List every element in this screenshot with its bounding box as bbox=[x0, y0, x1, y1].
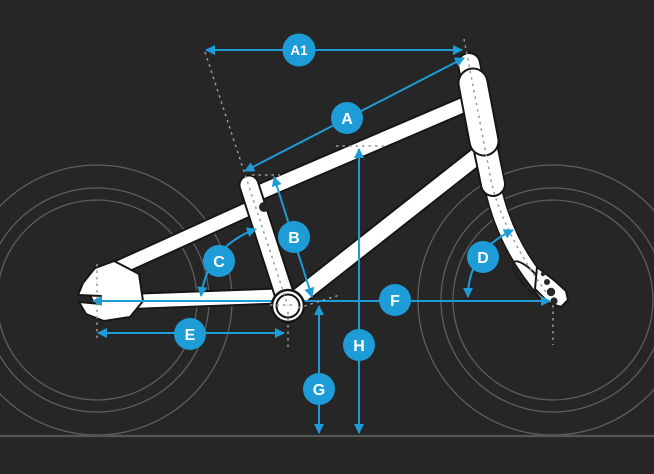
label-h: H bbox=[343, 329, 375, 361]
label-e-badge bbox=[174, 318, 206, 350]
label-a1-badge bbox=[282, 33, 316, 67]
label-f-text: F bbox=[390, 293, 400, 310]
label-d-badge bbox=[467, 241, 499, 273]
label-g-text: G bbox=[313, 382, 325, 399]
fork-hole-2 bbox=[544, 279, 550, 285]
label-f: F bbox=[379, 284, 411, 316]
label-d-text: D bbox=[477, 250, 489, 267]
label-a1-text: A1 bbox=[290, 43, 308, 58]
label-c-badge bbox=[203, 245, 235, 277]
label-g: G bbox=[303, 373, 335, 405]
label-b: B bbox=[278, 221, 310, 253]
label-b-text: B bbox=[288, 230, 300, 247]
label-a-badge bbox=[331, 102, 363, 134]
dimension-labels: A1 A B C D E F G bbox=[174, 33, 499, 405]
down-tube bbox=[280, 138, 498, 313]
label-h-badge bbox=[343, 329, 375, 361]
label-f-badge bbox=[379, 284, 411, 316]
rear-dropout-plate bbox=[77, 260, 144, 322]
label-g-badge bbox=[303, 373, 335, 405]
head-tube bbox=[459, 69, 498, 155]
label-c: C bbox=[203, 245, 235, 277]
label-c-text: C bbox=[213, 254, 225, 271]
label-b-badge bbox=[278, 221, 310, 253]
label-a: A bbox=[331, 102, 363, 134]
label-e: E bbox=[174, 318, 206, 350]
seat-clamp-notch bbox=[259, 202, 269, 212]
front-axle-slot bbox=[550, 297, 558, 305]
fork-hole-1 bbox=[540, 271, 546, 277]
bb-height-reference-dashed bbox=[297, 294, 341, 309]
label-h-text: H bbox=[353, 338, 365, 355]
label-a1: A1 bbox=[282, 33, 316, 67]
label-e-text: E bbox=[185, 327, 196, 344]
label-d: D bbox=[467, 241, 499, 273]
fork-hole-3 bbox=[546, 287, 556, 297]
label-a-text: A bbox=[341, 111, 353, 128]
